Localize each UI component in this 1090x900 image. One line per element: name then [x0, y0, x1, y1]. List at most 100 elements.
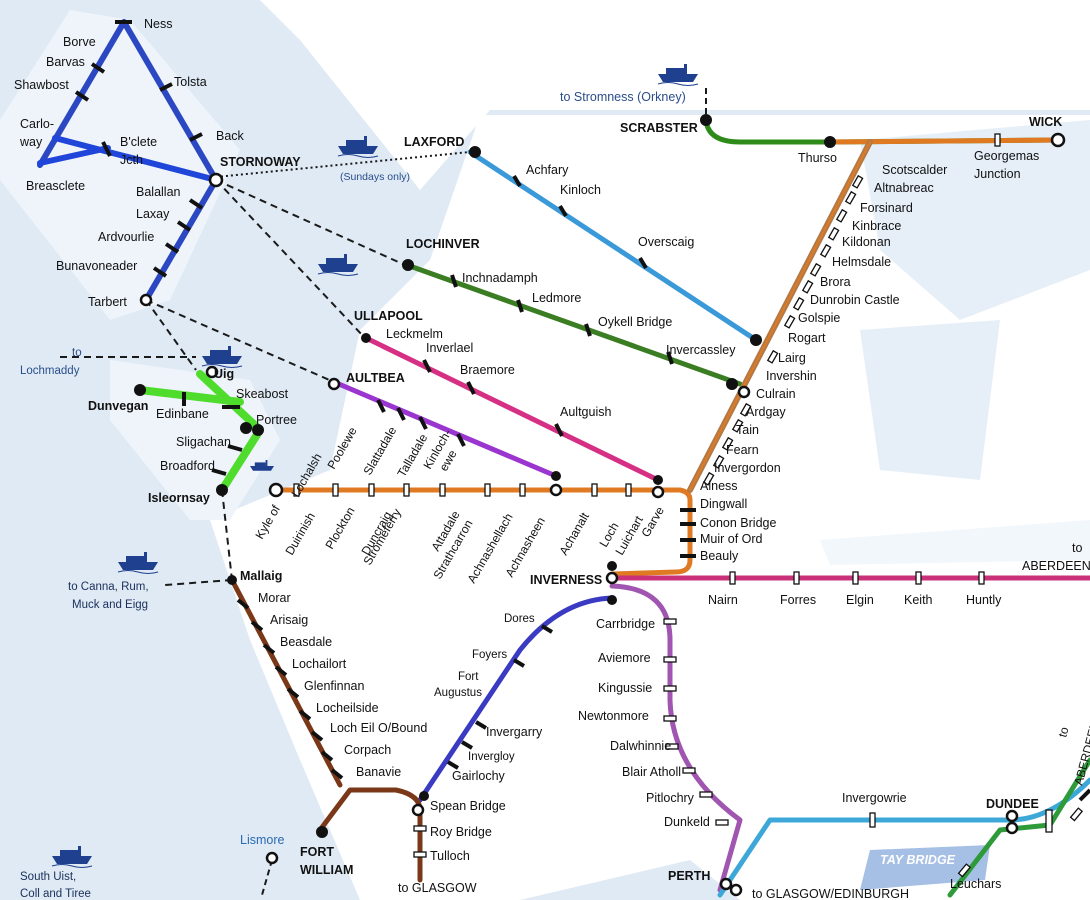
label-edinbane: Edinbane [156, 407, 209, 421]
label-pitlochry: Pitlochry [646, 791, 695, 805]
label-to-aberdeen-1: to [1072, 541, 1082, 555]
rail-lines [37, 19, 1090, 898]
label-rogart: Rogart [788, 331, 826, 345]
ferry-stornoway-lochinver [215, 179, 406, 266]
label-fort-augustus-2: Augustus [434, 687, 482, 699]
label-tain: Tain [736, 423, 759, 437]
label-carloway-1: Carlo- [20, 117, 54, 131]
label-broadford: Broadford [160, 459, 215, 473]
ferry-labels: (Sundays only) to Lochmaddy to Canna, Ru… [20, 171, 410, 900]
label-tay-bridge: TAY BRIDGE [880, 853, 956, 867]
label-to-lochmaddy-2: Lochmaddy [20, 365, 80, 377]
ferry-lismore [261, 859, 273, 896]
label-aberdeen: ABERDEEN [1022, 559, 1090, 573]
label-to-glasgow: to GLASGOW [398, 881, 477, 895]
label-invergowrie: Invergowrie [842, 791, 907, 805]
label-shawbost: Shawbost [14, 78, 69, 92]
label-fearn: Fearn [726, 443, 759, 457]
label-to-stromness: to Stromness (Orkney) [560, 90, 686, 104]
label-bunavoneader: Bunavoneader [56, 259, 137, 273]
label-bclete: B'clete [120, 135, 157, 149]
label-portree: Portree [256, 413, 297, 427]
label-fort-william-2: WILLIAM [300, 863, 353, 877]
label-banavie: Banavie [356, 765, 401, 779]
label-to-canna-1: to Canna, Rum, [68, 581, 149, 593]
label-skeabost: Skeabost [236, 387, 289, 401]
label-south-uist-2: Coll and Tiree [20, 888, 91, 900]
label-to-lochmaddy-1: to [72, 347, 82, 359]
label-carrbridge: Carrbridge [596, 617, 655, 631]
line-thurso-wick [827, 137, 1061, 145]
ferry-icon [657, 64, 699, 86]
label-tulloch: Tulloch [430, 849, 470, 863]
land-north [260, 0, 1090, 190]
label-invergloy: Invergloy [468, 751, 515, 763]
line-dundee-green [947, 757, 1090, 898]
label-mallaig: Mallaig [240, 569, 282, 583]
label-balallan: Balallan [136, 185, 181, 199]
label-ardgay: Ardgay [746, 405, 786, 419]
label-keith: Keith [904, 593, 933, 607]
line-carloway [37, 135, 219, 183]
label-foyers: Foyers [472, 649, 507, 661]
label-alness: Alness [700, 479, 738, 493]
ferry-tarbert-aultbea [145, 299, 335, 383]
label-dunvegan: Dunvegan [88, 399, 148, 413]
station-ticks [74, 20, 1090, 802]
label-isleornsay: Isleornsay [148, 491, 210, 505]
label-stornoway: STORNOWAY [220, 155, 301, 169]
ferry-icon [51, 846, 93, 868]
label-kinloch: Kinloch [560, 183, 601, 197]
label-to-canna-2: Muck and Eigg [72, 599, 148, 611]
label-to-glasgow-edinburgh: to GLASGOW/EDINBURGH [752, 887, 909, 900]
ferry-icon [250, 460, 274, 471]
label-spean-bridge: Spean Bridge [430, 799, 506, 813]
line-highland [609, 583, 743, 893]
label-ness: Ness [144, 17, 172, 31]
label-sligachan: Sligachan [176, 435, 231, 449]
ferry-tarbert-uig [145, 299, 197, 371]
line-aultbea [331, 379, 559, 479]
label-forsinard: Forsinard [860, 201, 913, 215]
label-georgemas-1: Georgemas [974, 149, 1039, 163]
label-brora: Brora [820, 275, 851, 289]
label-wick: WICK [1029, 115, 1062, 129]
label-back: Back [216, 129, 245, 143]
label-perth: PERTH [668, 869, 710, 883]
label-blair-atholl: Blair Atholl [622, 765, 681, 779]
label-lochailort: Lochailort [292, 657, 347, 671]
label-scrabster: SCRABSTER [620, 121, 698, 135]
label-muir-of-ord: Muir of Ord [700, 532, 763, 546]
label-fort-augustus-1: Fort [458, 671, 479, 683]
label-leuchars: Leuchars [950, 877, 1001, 891]
station-labels: Ness Borve Barvas Shawbost Tolsta Carlo-… [14, 17, 1090, 900]
label-ledmore: Ledmore [532, 291, 581, 305]
label-leckmelm: Leckmelm [386, 327, 443, 341]
label-achfary: Achfary [526, 163, 569, 177]
label-fort-william-1: FORT [300, 845, 334, 859]
line-ullapool [363, 335, 661, 483]
label-uig: Uig [214, 367, 234, 381]
label-breasclete: Breasclete [26, 179, 85, 193]
ferry-icon [201, 346, 243, 368]
label-carloway-2: way [19, 135, 43, 149]
ferry-stornoway-ullapool [215, 179, 366, 339]
label-dores: Dores [504, 613, 535, 625]
label-beauly: Beauly [700, 549, 739, 563]
label-kingussie: Kingussie [598, 681, 652, 695]
ferry-icon [317, 254, 359, 276]
station-bars [293, 133, 1084, 878]
line-great-glen [417, 595, 615, 803]
label-roy-bridge: Roy Bridge [430, 825, 492, 839]
label-lochinver: LOCHINVER [406, 237, 480, 251]
label-dundee: DUNDEE [986, 797, 1039, 811]
label-jcth: Jcth [120, 153, 143, 167]
label-lismore: Lismore [240, 833, 285, 847]
label-sundays-only: (Sundays only) [340, 171, 410, 183]
label-aviemore: Aviemore [598, 651, 651, 665]
ferry-icon [337, 136, 379, 158]
label-aultguish: Aultguish [560, 405, 611, 419]
label-kinbrace: Kinbrace [852, 219, 901, 233]
ferry-isleornsay-mallaig [221, 489, 233, 581]
label-invercassley: Invercassley [666, 343, 736, 357]
